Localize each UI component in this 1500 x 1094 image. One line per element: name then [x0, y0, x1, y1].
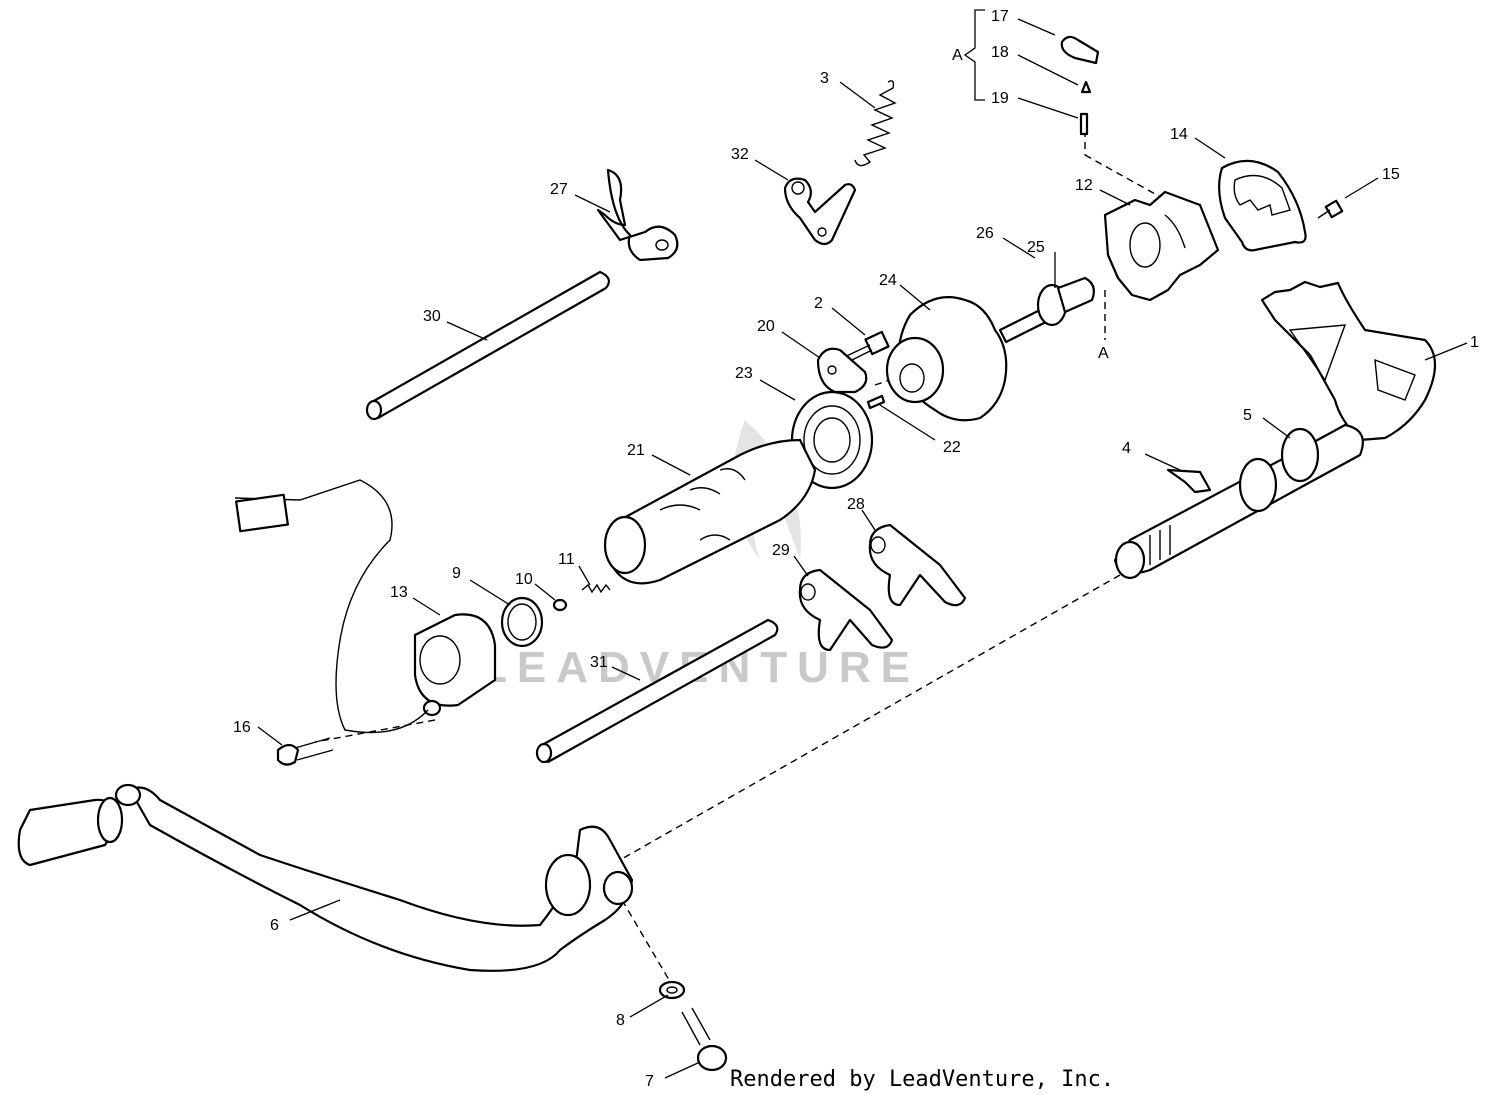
group-bracket-a: A A — [952, 9, 1109, 362]
part-5-shift-shaft — [1113, 423, 1364, 580]
callout-13: 13 — [390, 584, 408, 601]
callout-18: 18 — [991, 44, 1009, 61]
callout-2: 2 — [814, 295, 823, 312]
callout-23: 23 — [735, 365, 753, 382]
callout-32: 32 — [731, 146, 749, 163]
callout-6: 6 — [270, 917, 279, 934]
part-16-screw — [276, 737, 334, 766]
part-25-collar — [1036, 276, 1095, 327]
callout-5: 5 — [1243, 407, 1252, 424]
callout-27: 27 — [550, 181, 568, 198]
leader-lines — [257, 18, 1468, 1079]
callout-29: 29 — [772, 542, 790, 559]
callout-1: 1 — [1470, 334, 1479, 351]
callout-31: 31 — [590, 654, 608, 671]
callout-15: 15 — [1382, 166, 1400, 183]
part-30-shift-fork-shaft — [365, 270, 610, 421]
part-11-spring — [581, 583, 611, 594]
group-label-a: A — [952, 47, 963, 64]
part-7-bolt — [681, 1007, 728, 1072]
callout-10: 10 — [515, 571, 533, 588]
part-22-pin — [866, 394, 886, 410]
part-10-ball — [552, 598, 568, 612]
part-29-shift-fork — [798, 568, 894, 652]
part-8-washer — [658, 980, 686, 1000]
callout-numbers: 1 2 3 4 5 6 7 8 9 10 11 12 13 14 15 16 1… — [233, 8, 1479, 1090]
part-21-shift-drum — [603, 438, 817, 585]
callout-28: 28 — [847, 496, 865, 513]
callout-17: 17 — [991, 8, 1009, 25]
callout-7: 7 — [645, 1073, 654, 1090]
part-12-shift-cam — [1103, 190, 1220, 302]
part-15-screw — [1317, 199, 1344, 219]
part-28-shift-fork — [868, 523, 967, 607]
callout-9: 9 — [452, 565, 461, 582]
part-32-stopper-arm — [783, 177, 857, 246]
part-31-shift-fork-shaft — [535, 618, 779, 764]
part-4-spring — [1166, 468, 1212, 494]
part-20-stopper-plate — [816, 347, 868, 394]
callout-30: 30 — [423, 308, 441, 325]
part-24-star-wheel — [885, 296, 1008, 422]
callout-16: 16 — [233, 719, 251, 736]
callout-25: 25 — [1027, 239, 1045, 256]
callout-20: 20 — [757, 318, 775, 335]
part-6-shift-pedal — [17, 783, 634, 972]
callout-14: 14 — [1170, 126, 1188, 143]
part-27-shift-fork — [596, 168, 679, 262]
part-1-shift-arm — [1260, 280, 1436, 442]
reference-label-a: A — [1098, 345, 1109, 362]
callout-12: 12 — [1075, 177, 1093, 194]
callout-8: 8 — [616, 1012, 625, 1029]
assembly-lines — [314, 130, 1176, 986]
part-13-gear-position-sensor — [234, 479, 497, 734]
callout-19: 19 — [991, 90, 1009, 107]
callout-21: 21 — [627, 442, 645, 459]
render-credit: Rendered by LeadVenture, Inc. — [730, 1067, 1114, 1092]
callout-26: 26 — [976, 225, 994, 242]
parts-17-18-19-pin-set — [1060, 35, 1100, 136]
callout-11: 11 — [558, 551, 575, 568]
callout-22: 22 — [943, 439, 961, 456]
part-14-segment-plate — [1218, 159, 1307, 252]
part-9-o-ring — [500, 596, 544, 648]
callout-24: 24 — [879, 272, 897, 289]
part-3-spring — [854, 80, 897, 167]
callout-3: 3 — [820, 70, 829, 87]
callout-4: 4 — [1122, 440, 1131, 457]
